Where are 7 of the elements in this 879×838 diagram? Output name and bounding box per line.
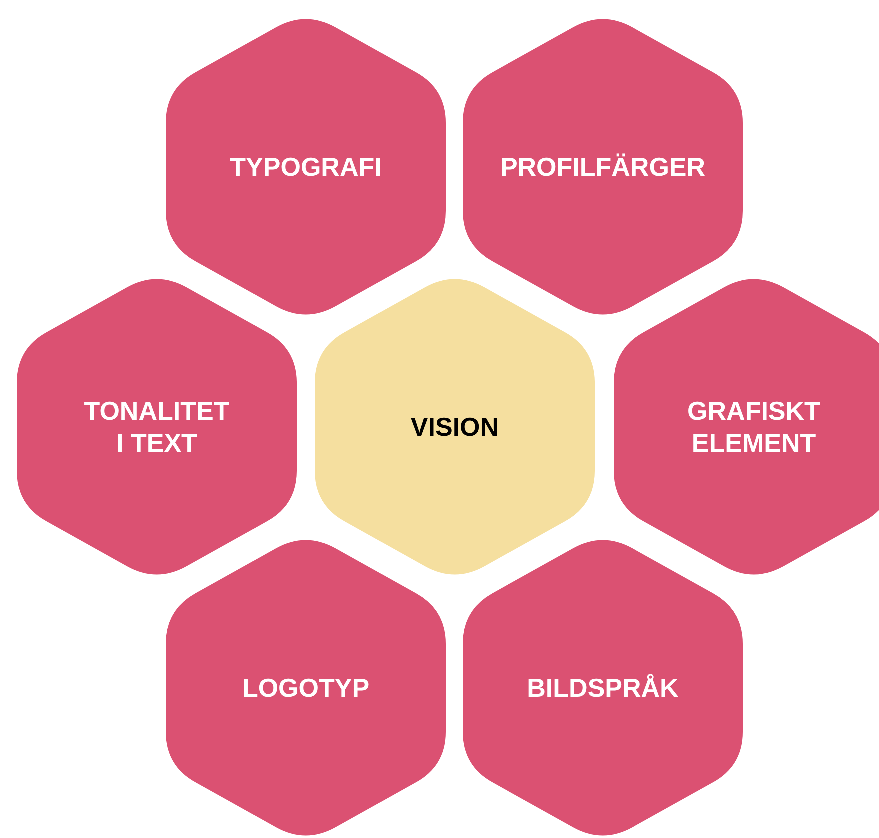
- hexagon-label: GRAFISKT ELEMENT: [686, 395, 822, 459]
- hexagon-label: LOGOTYP: [242, 672, 370, 704]
- hexagon-label: TYPOGRAFI: [230, 151, 382, 183]
- hexagon-label: VISION: [410, 411, 500, 443]
- hexagon-label: TONALITET I TEXT: [83, 395, 231, 459]
- hexagon-label: PROFILFÄRGER: [500, 151, 706, 183]
- hexagon-label: BILDSPRÅK: [527, 672, 679, 704]
